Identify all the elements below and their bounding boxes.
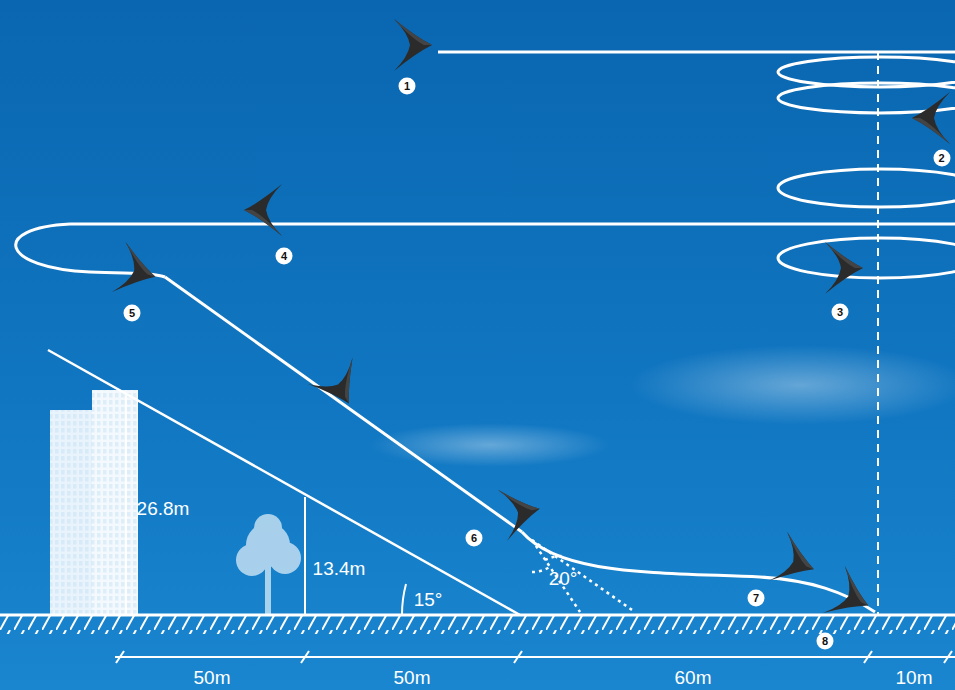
dimension-label: 13.4m bbox=[313, 559, 366, 578]
height-line bbox=[304, 497, 306, 615]
dimension-label: 15° bbox=[414, 590, 443, 609]
ground-hatch bbox=[0, 616, 955, 634]
slope-line bbox=[48, 350, 520, 615]
dimension-line bbox=[115, 651, 955, 663]
callout-number: 8 bbox=[817, 633, 834, 650]
dimension-label: 10m bbox=[896, 668, 933, 687]
callout-number: 1 bbox=[399, 78, 416, 95]
callout-number: 6 bbox=[466, 530, 483, 547]
dimension-label: 20° bbox=[549, 569, 578, 588]
cloud bbox=[630, 345, 955, 425]
dimension-label: 26.8m bbox=[137, 499, 190, 518]
callout-number: 3 bbox=[832, 304, 849, 321]
tree bbox=[236, 514, 301, 615]
boomerang bbox=[112, 19, 950, 629]
dashed-line bbox=[877, 52, 879, 615]
height-line bbox=[125, 396, 127, 615]
angle-arc bbox=[402, 584, 406, 615]
ground-line bbox=[0, 614, 955, 617]
dimension-label: 60m bbox=[675, 668, 712, 687]
dimension-label: 50m bbox=[194, 668, 231, 687]
dimension-label: 50m bbox=[394, 668, 431, 687]
flight-path bbox=[16, 52, 955, 612]
callout-number: 2 bbox=[933, 150, 950, 167]
cloud bbox=[370, 423, 610, 467]
callout-number: 7 bbox=[748, 590, 765, 607]
callout-number: 4 bbox=[276, 248, 293, 265]
angle-dotted bbox=[532, 540, 635, 612]
callout-number: 5 bbox=[124, 305, 141, 322]
building bbox=[50, 390, 138, 615]
